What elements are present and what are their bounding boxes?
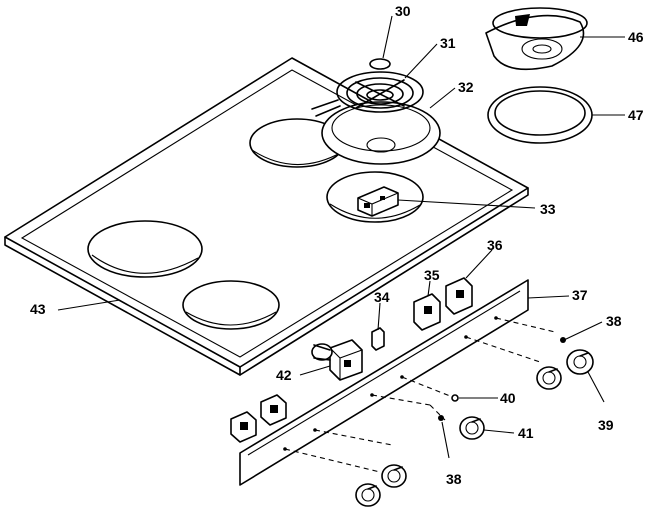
callout-36: 36 [487,237,503,253]
callout-31: 31 [440,35,456,51]
knob-front-1 [355,483,381,507]
knob-41 [459,416,485,440]
left-switch-2 [260,394,287,426]
trim-ring [487,86,593,144]
callout-33: 33 [540,201,556,217]
callout-37: 37 [572,287,588,303]
callout-39: 39 [598,417,614,433]
switch-36 [445,277,473,315]
cooktop-top-panel [4,57,529,376]
callout-32: 32 [458,79,474,95]
element-cap [369,58,391,70]
clip-40 [451,394,459,402]
callout-35: 35 [424,267,440,283]
knob-rear-1 [536,366,562,390]
callout-46: 46 [628,29,644,45]
knob-39 [566,349,594,375]
burner-opening-front-right [182,280,280,330]
indicator-light [371,327,385,351]
switch-35 [413,293,441,331]
burner-opening-front-left [87,220,203,278]
callout-41: 41 [518,425,534,441]
callout-40: 40 [500,390,516,406]
burner-receptacle [357,186,399,217]
infinite-switch [311,339,363,381]
drip-pan [321,101,441,165]
callout-34: 34 [374,289,390,305]
callout-47: 47 [628,107,644,123]
screw-38-lower [438,415,444,421]
burner-opening-rear-right [326,171,424,223]
callout-30: 30 [395,3,411,19]
control-panel [239,279,529,486]
left-switch-1 [230,411,257,443]
knob-front-2 [381,464,407,488]
screw-38-upper [560,337,566,343]
reflector-bowl [485,7,588,71]
coil-surface-element [311,71,424,117]
callout-43: 43 [30,301,46,317]
callout-38-lower: 38 [446,471,462,487]
callout-42: 42 [276,367,292,383]
alignment-lines [284,317,556,473]
leader-lines [57,15,625,459]
callout-38-upper: 38 [606,313,622,329]
